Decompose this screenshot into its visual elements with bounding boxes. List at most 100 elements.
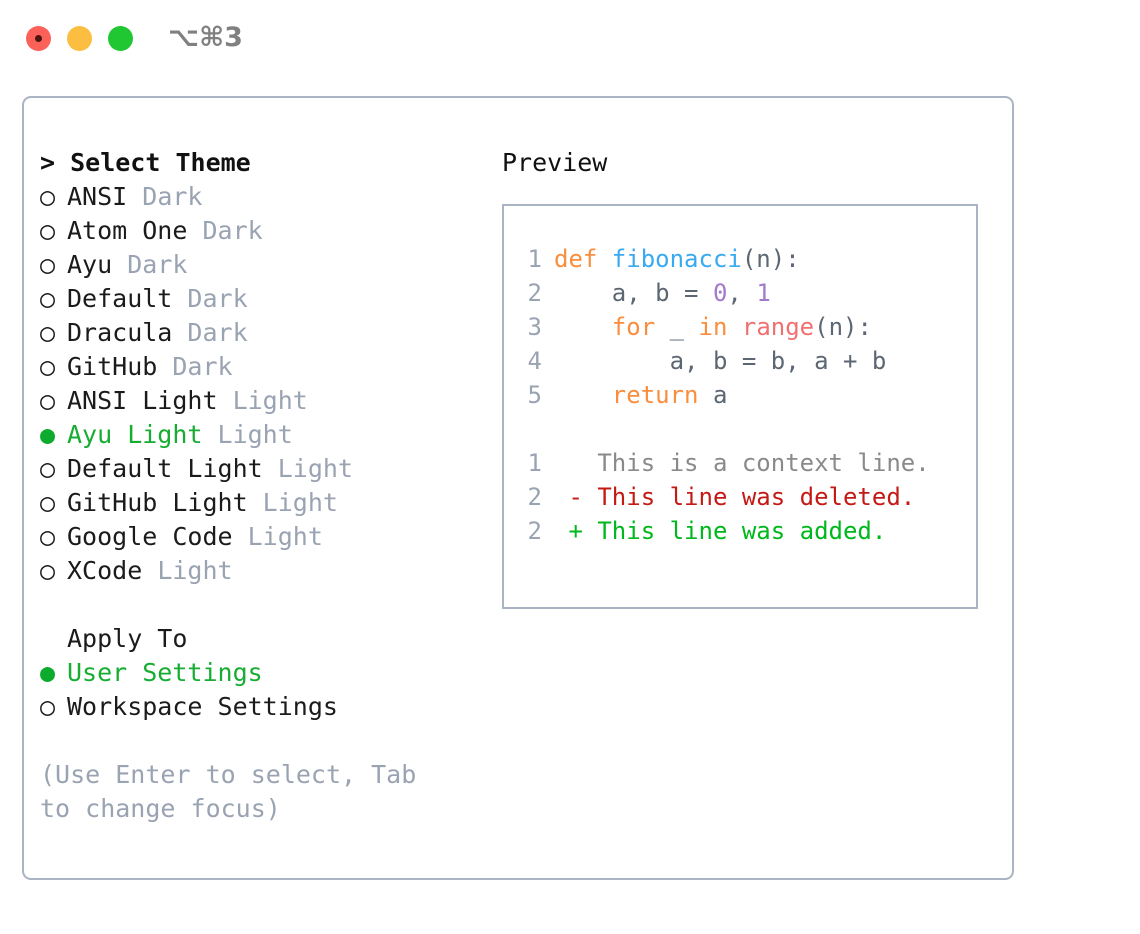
line-number: 1	[527, 449, 542, 477]
line-number: 2	[527, 279, 542, 307]
line-number: 2	[527, 517, 542, 545]
code-token: (n):	[814, 313, 872, 341]
theme-variant-tag: Light	[262, 488, 338, 517]
code-diff-separator	[516, 412, 976, 446]
radio-unselected-icon: ○	[40, 556, 56, 585]
theme-option-default[interactable]: ○Default Dark	[40, 282, 480, 316]
theme-option-label: Ayu	[67, 250, 128, 279]
apply-to-option-list[interactable]: ●User Settings○ Workspace Settings	[40, 656, 480, 724]
title-bar: ⌥⌘3	[0, 0, 1140, 78]
code-line: 4 a, b = b, a + b	[516, 344, 976, 378]
apply-to-heading: ○Apply To	[40, 622, 480, 656]
theme-option-label: Default	[67, 284, 188, 313]
apply-to-option-workspace-settings[interactable]: ○ Workspace Settings	[40, 690, 480, 724]
keyboard-hint-text: (Use Enter to select, Tab to change focu…	[40, 760, 417, 823]
theme-option-github-light[interactable]: ○ GitHub Light Light	[40, 486, 480, 520]
radio-unselected-icon: ○	[40, 488, 56, 517]
radio-selected-icon: ●	[40, 658, 56, 687]
theme-option-ansi[interactable]: ○ANSI Dark	[40, 180, 480, 214]
theme-option-ayu-light[interactable]: ● Ayu Light Light	[40, 418, 480, 452]
code-token: for	[611, 313, 656, 341]
radio-unselected-icon: ○	[40, 216, 56, 245]
apply-to-option-user-settings[interactable]: ●User Settings	[40, 656, 480, 690]
theme-variant-tag: Dark	[187, 318, 248, 347]
radio-unselected-icon: ○	[40, 386, 56, 415]
diff-line-text: - This line was deleted.	[554, 483, 916, 511]
radio-selected-icon: ●	[40, 420, 56, 449]
theme-option-default-light[interactable]: ○Default Light Light	[40, 452, 480, 486]
theme-variant-tag: Dark	[127, 250, 188, 279]
code-token: a, b =	[554, 279, 713, 307]
code-line: 2 a, b = 0, 1	[516, 276, 976, 310]
theme-option-dracula[interactable]: ○ Dracula Dark	[40, 316, 480, 350]
theme-option-atom-one[interactable]: ○ Atom One Dark	[40, 214, 480, 248]
theme-option-google-code[interactable]: ○ Google Code Light	[40, 520, 480, 554]
radio-unselected-icon: ○	[40, 318, 56, 347]
preview-heading: Preview	[502, 148, 608, 177]
theme-option-label: ANSI	[67, 182, 143, 211]
select-theme-heading: > Select Theme	[40, 148, 251, 177]
code-token: range	[741, 313, 815, 341]
radio-unselected-icon: ○	[40, 352, 56, 381]
theme-option-label: Ayu Light	[67, 420, 218, 449]
diff-line: 2 + This line was added.	[516, 514, 976, 548]
theme-variant-tag: Light	[247, 522, 323, 551]
apply-to-option-label: Workspace Settings	[67, 692, 338, 721]
theme-variant-tag: Dark	[202, 216, 263, 245]
line-number: 2	[527, 483, 542, 511]
apply-to-heading-label: Apply To	[67, 624, 188, 653]
code-token: def	[554, 245, 612, 273]
code-token: _	[655, 313, 699, 341]
diff-line-text: + This line was added.	[554, 517, 887, 545]
line-number: 5	[527, 381, 542, 409]
theme-option-xcode[interactable]: ○ XCode Light	[40, 554, 480, 588]
keyboard-shortcut-label: ⌥⌘3	[168, 22, 243, 53]
theme-option-label: Dracula	[67, 318, 188, 347]
code-token: return	[611, 381, 699, 409]
code-token: ,	[727, 279, 757, 307]
code-token: a, b = b, a + b	[554, 347, 887, 375]
code-token: 0	[712, 279, 728, 307]
diff-line: 2 - This line was deleted.	[516, 480, 976, 514]
code-line: 3 for _ in range(n):	[516, 310, 976, 344]
theme-option-ayu[interactable]: ○ Ayu Dark	[40, 248, 480, 282]
window-controls	[26, 26, 133, 51]
radio-unselected-icon: ○	[40, 454, 56, 483]
code-token: (n):	[741, 245, 800, 273]
diff-sample: 1 This is a context line.2 - This line w…	[516, 446, 976, 548]
bullet-placeholder-icon: ○	[40, 622, 67, 656]
theme-option-label: GitHub Light	[67, 488, 263, 517]
line-number: 1	[527, 245, 542, 273]
code-token: in	[698, 313, 728, 341]
theme-variant-tag: Light	[157, 556, 233, 585]
theme-option-github[interactable]: ○ GitHub Dark	[40, 350, 480, 384]
theme-variant-tag: Dark	[142, 182, 203, 211]
radio-unselected-icon: ○	[40, 250, 56, 279]
theme-option-label: Google Code	[67, 522, 248, 551]
content-panel: > Select Theme ○ANSI Dark○Atom One Dark○…	[22, 96, 1014, 880]
code-token	[554, 313, 612, 341]
diff-line: 1 This is a context line.	[516, 446, 976, 480]
maximize-button[interactable]	[108, 26, 133, 51]
theme-option-label: XCode	[67, 556, 158, 585]
theme-option-label: GitHub	[67, 352, 173, 381]
minimize-button[interactable]	[67, 26, 92, 51]
theme-variant-tag: Light	[217, 420, 293, 449]
code-line: 5 return a	[516, 378, 976, 412]
theme-option-label: Atom One	[67, 216, 203, 245]
theme-option-ansi-light[interactable]: ○ANSI Light Light	[40, 384, 480, 418]
theme-variant-tag: Dark	[172, 352, 233, 381]
radio-unselected-icon: ○	[40, 522, 56, 551]
line-number: 4	[527, 347, 542, 375]
code-token: fibonacci	[611, 245, 742, 273]
code-token: 1	[756, 279, 771, 307]
close-button[interactable]	[26, 26, 51, 51]
radio-unselected-icon: ○	[40, 692, 56, 721]
code-line: 1 def fibonacci(n):	[516, 242, 976, 276]
theme-option-list[interactable]: ○ANSI Dark○Atom One Dark○Ayu Dark○Defaul…	[40, 180, 480, 588]
line-number: 3	[527, 313, 542, 341]
